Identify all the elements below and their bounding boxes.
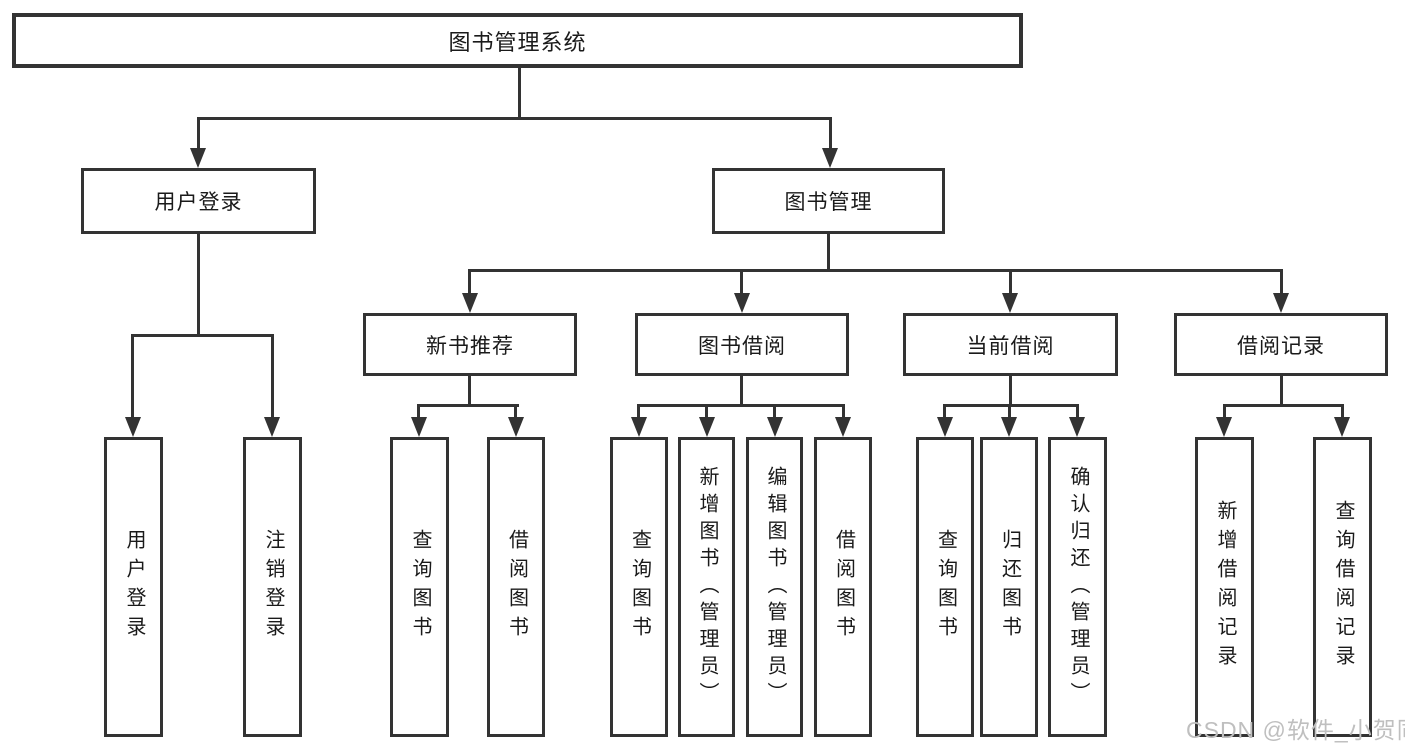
arrowhead-icon bbox=[264, 417, 280, 437]
connector-drop-leaf bbox=[943, 404, 946, 420]
leaf-add-borrow-record: 新增借阅记录 bbox=[1195, 437, 1254, 737]
leaf-label: 注销登录 bbox=[262, 529, 284, 645]
leaf-user-login: 用户登录 bbox=[104, 437, 163, 737]
connector-drop-leaf bbox=[1008, 404, 1011, 420]
leaf-add-books-admin: 新增图书（管理员） bbox=[678, 437, 735, 737]
connector-drop-newbook bbox=[468, 269, 471, 295]
connector-root-bus bbox=[197, 117, 832, 120]
leaf-borrow-books-nb: 借阅图书 bbox=[487, 437, 545, 737]
connector-drop-leaf bbox=[271, 334, 274, 419]
node-book-management: 图书管理 bbox=[712, 168, 945, 234]
connector-borrowrecord-trunk bbox=[1280, 376, 1283, 407]
connector-drop-leaf bbox=[842, 404, 845, 420]
arrowhead-icon bbox=[835, 417, 851, 437]
leaf-label: 确认归还（管理员） bbox=[1067, 465, 1089, 709]
connector-drop-leaf bbox=[131, 334, 134, 419]
arrowhead-icon bbox=[190, 148, 206, 168]
node-root: 图书管理系统 bbox=[12, 13, 1023, 68]
connector-drop-leaf bbox=[637, 404, 640, 420]
connector-drop-leaf bbox=[514, 404, 517, 420]
node-borrow-record-label: 借阅记录 bbox=[1237, 334, 1325, 358]
connector-drop-book-mgmt bbox=[829, 117, 832, 151]
leaf-query-borrow-record: 查询借阅记录 bbox=[1313, 437, 1372, 737]
connector-userlogin-trunk bbox=[197, 234, 200, 337]
connector-root-trunk bbox=[518, 68, 521, 119]
leaf-label: 归还图书 bbox=[998, 529, 1021, 645]
connector-drop-leaf bbox=[773, 404, 776, 420]
connector-currentborrow-trunk bbox=[1009, 376, 1012, 407]
leaf-label: 查询图书 bbox=[628, 529, 651, 645]
arrowhead-icon bbox=[699, 417, 715, 437]
connector-currentborrow-bus bbox=[943, 404, 1079, 407]
arrowhead-icon bbox=[822, 148, 838, 168]
leaf-borrow-books-bb: 借阅图书 bbox=[814, 437, 872, 737]
leaf-return-books: 归还图书 bbox=[980, 437, 1038, 737]
leaf-confirm-return-admin: 确认归还（管理员） bbox=[1048, 437, 1107, 737]
connector-bookborrow-trunk bbox=[740, 376, 743, 407]
leaf-label: 编辑图书（管理员） bbox=[764, 465, 786, 709]
leaf-label: 新增借阅记录 bbox=[1214, 500, 1236, 674]
node-new-book-recommend-label: 新书推荐 bbox=[426, 334, 514, 358]
leaf-label: 查询借阅记录 bbox=[1332, 500, 1354, 674]
connector-drop-currentborrow bbox=[1009, 269, 1012, 295]
arrowhead-icon bbox=[1334, 417, 1350, 437]
connector-newbook-trunk bbox=[468, 376, 471, 407]
leaf-label: 查询图书 bbox=[409, 529, 431, 645]
connector-drop-bookborrow bbox=[740, 269, 743, 295]
arrowhead-icon bbox=[125, 417, 141, 437]
connector-bookmgmt-trunk bbox=[827, 234, 830, 272]
node-root-label: 图书管理系统 bbox=[448, 29, 587, 55]
node-user-login-label: 用户登录 bbox=[154, 191, 243, 214]
arrowhead-icon bbox=[1216, 417, 1232, 437]
node-borrow-record: 借阅记录 bbox=[1174, 313, 1388, 376]
node-current-borrow-label: 当前借阅 bbox=[966, 334, 1055, 358]
node-new-book-recommend: 新书推荐 bbox=[363, 313, 577, 376]
arrowhead-icon bbox=[767, 417, 783, 437]
arrowhead-icon bbox=[411, 417, 427, 437]
connector-drop-leaf bbox=[1341, 404, 1344, 420]
connector-drop-leaf bbox=[1223, 404, 1226, 420]
connector-drop-leaf bbox=[417, 404, 420, 420]
connector-borrowrecord-bus bbox=[1223, 404, 1344, 407]
leaf-edit-books-admin: 编辑图书（管理员） bbox=[746, 437, 803, 737]
connector-drop-borrowrecord bbox=[1280, 269, 1283, 295]
connector-userlogin-bus bbox=[131, 334, 274, 337]
arrowhead-icon bbox=[937, 417, 953, 437]
leaf-label: 借阅图书 bbox=[505, 529, 528, 645]
leaf-label: 借阅图书 bbox=[832, 529, 855, 645]
arrowhead-icon bbox=[508, 417, 524, 437]
arrowhead-icon bbox=[1069, 417, 1085, 437]
leaf-query-books-cb: 查询图书 bbox=[916, 437, 974, 737]
leaf-label: 查询图书 bbox=[934, 529, 957, 645]
connector-drop-user-login bbox=[197, 117, 200, 151]
arrowhead-icon bbox=[1273, 293, 1289, 313]
arrowhead-icon bbox=[1002, 293, 1018, 313]
leaf-query-books-bb: 查询图书 bbox=[610, 437, 668, 737]
leaf-query-books-nb: 查询图书 bbox=[390, 437, 449, 737]
leaf-label: 用户登录 bbox=[123, 529, 145, 645]
node-book-management-label: 图书管理 bbox=[784, 191, 873, 214]
connector-drop-leaf bbox=[1076, 404, 1079, 420]
leaf-logout: 注销登录 bbox=[243, 437, 302, 737]
connector-newbook-bus bbox=[417, 404, 519, 407]
arrowhead-icon bbox=[462, 293, 478, 313]
arrowhead-icon bbox=[734, 293, 750, 313]
arrowhead-icon bbox=[631, 417, 647, 437]
node-user-login: 用户登录 bbox=[81, 168, 316, 234]
node-book-borrow: 图书借阅 bbox=[635, 313, 849, 376]
connector-bookborrow-bus bbox=[637, 404, 845, 407]
connector-drop-leaf bbox=[705, 404, 708, 420]
node-current-borrow: 当前借阅 bbox=[903, 313, 1118, 376]
leaf-label: 新增图书（管理员） bbox=[696, 465, 718, 709]
arrowhead-icon bbox=[1001, 417, 1017, 437]
node-book-borrow-label: 图书借阅 bbox=[698, 334, 786, 358]
watermark: CSDN @软件_小贺同学 bbox=[1186, 717, 1405, 743]
connector-bookmgmt-bus bbox=[468, 269, 1283, 272]
